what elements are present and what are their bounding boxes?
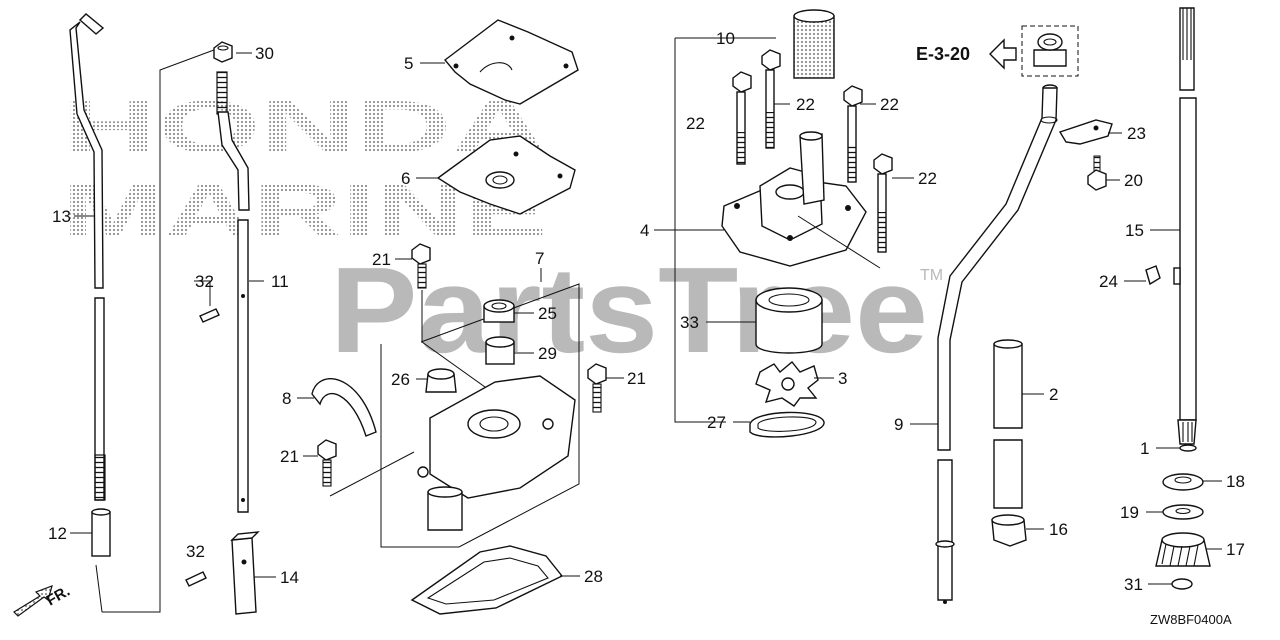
reference-label: E-3-20 xyxy=(916,44,970,64)
bolt-21-line xyxy=(421,290,493,393)
callout-24: 24 xyxy=(1099,272,1118,291)
water-tube-9 xyxy=(935,84,1058,604)
bracket-impeller xyxy=(674,38,726,423)
gasket-28 xyxy=(410,545,564,615)
sleeve-12 xyxy=(91,508,111,557)
callout-29: 29 xyxy=(538,344,557,363)
callout-9: 9 xyxy=(894,415,903,434)
washer-19 xyxy=(1162,504,1204,520)
bolt-22-d xyxy=(873,153,893,253)
drive-shaft-15 xyxy=(1177,7,1197,445)
pin-32-lower xyxy=(185,571,207,587)
callout-13: 13 xyxy=(52,207,71,226)
tube-2 xyxy=(993,339,1023,509)
bolt-22-b xyxy=(761,49,781,149)
callout-22-d: 22 xyxy=(918,169,937,188)
diagram-code: ZW8BF0400A xyxy=(1150,612,1232,627)
front-direction-label: FR. xyxy=(44,583,73,610)
bolt-21-top xyxy=(411,243,431,289)
shift-rod-upper xyxy=(69,13,106,501)
bolt-21-right xyxy=(587,363,607,413)
clip-1 xyxy=(1179,444,1197,452)
callout-26: 26 xyxy=(391,370,410,389)
callout-21-right: 21 xyxy=(627,369,646,388)
callout-31: 31 xyxy=(1124,575,1143,594)
watermark-site: PartsTree xyxy=(330,242,928,378)
callout-17: 17 xyxy=(1226,540,1245,559)
callout-5: 5 xyxy=(404,54,413,73)
reference-arrow xyxy=(989,38,1017,70)
bolt-21-left xyxy=(317,439,337,487)
seal-25 xyxy=(483,299,515,323)
plate-23 xyxy=(1058,119,1113,145)
callout-4: 4 xyxy=(640,221,649,240)
callout-27: 27 xyxy=(707,413,726,432)
guide-8 xyxy=(311,378,377,437)
callout-22-a: 22 xyxy=(686,114,705,133)
nut-30 xyxy=(213,41,233,63)
front-arrow-icon xyxy=(13,585,53,617)
callout-11: 11 xyxy=(271,272,289,291)
housing-4-line xyxy=(797,215,881,269)
callout-20: 20 xyxy=(1124,171,1143,190)
watermark-tm: TM xyxy=(920,267,943,284)
callout-18: 18 xyxy=(1226,472,1245,491)
callout-21-left: 21 xyxy=(280,447,299,466)
sleeve-10 xyxy=(793,9,835,79)
callout-6: 6 xyxy=(401,169,410,188)
callout-16: 16 xyxy=(1049,520,1068,539)
bolt-21-left-line xyxy=(329,451,415,497)
impeller-housing-4 xyxy=(721,131,867,267)
watermark-brand-top: HONDA xyxy=(62,85,547,168)
callout-22-c: 22 xyxy=(880,95,899,114)
gear-17 xyxy=(1155,532,1211,567)
callout-10: 10 xyxy=(716,29,735,48)
pump-housing xyxy=(417,375,576,531)
key-24 xyxy=(1145,265,1181,286)
callout-21-top: 21 xyxy=(372,250,391,269)
seal-16 xyxy=(991,514,1027,547)
callout-32-upper: 32 xyxy=(195,272,214,291)
bracket-7 xyxy=(380,283,580,548)
callout-28: 28 xyxy=(584,567,603,586)
plate-6 xyxy=(436,135,576,215)
grommet-26 xyxy=(425,368,457,393)
pin-32-upper xyxy=(199,308,220,323)
callout-19: 19 xyxy=(1120,503,1139,522)
reference-grommet xyxy=(1021,25,1079,77)
callout-15: 15 xyxy=(1125,221,1144,240)
liner-33 xyxy=(755,287,823,354)
impeller-3 xyxy=(755,361,819,407)
rod-connector-14 xyxy=(230,531,260,615)
assembly-bracket-left xyxy=(95,46,223,613)
callout-1: 1 xyxy=(1140,439,1149,458)
leader-lines xyxy=(70,52,1222,585)
callout-32-lower: 32 xyxy=(186,542,205,561)
callout-14: 14 xyxy=(280,568,299,587)
collar-29 xyxy=(485,336,515,365)
washer-18 xyxy=(1162,473,1204,491)
callout-8: 8 xyxy=(282,389,291,408)
callout-23: 23 xyxy=(1127,124,1146,143)
callout-3: 3 xyxy=(838,369,847,388)
bolt-22-c xyxy=(843,85,863,183)
gasket-27 xyxy=(749,411,825,438)
plate-5 xyxy=(443,19,579,105)
callout-30: 30 xyxy=(255,44,274,63)
callout-12: 12 xyxy=(48,524,67,543)
callout-22-b: 22 xyxy=(796,95,815,114)
clip-31 xyxy=(1171,578,1193,590)
callout-33: 33 xyxy=(680,313,699,332)
callout-25: 25 xyxy=(538,304,557,323)
callout-7: 7 xyxy=(535,249,544,268)
bolt-20 xyxy=(1087,155,1107,191)
shift-rod-lower xyxy=(216,71,250,513)
callout-2: 2 xyxy=(1049,385,1058,404)
bolt-22-a xyxy=(732,71,752,165)
